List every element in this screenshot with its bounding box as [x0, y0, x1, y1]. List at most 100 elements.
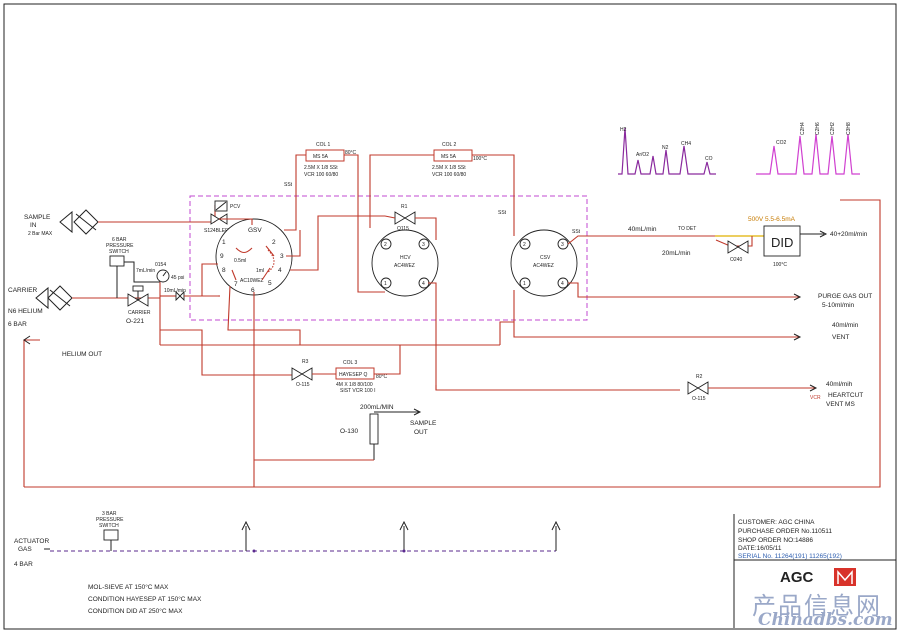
watermark-en: Chinadbs.com	[758, 610, 893, 630]
valve-0240-label: O240	[730, 257, 742, 263]
svg-text:4: 4	[278, 267, 282, 274]
drawing-border	[3, 3, 897, 630]
chromatogram-1: H2 Ar/O2 N2 CH4 CO	[618, 127, 716, 175]
svg-text:GAS: GAS	[18, 546, 32, 553]
svg-text:HELIUM OUT: HELIUM OUT	[62, 351, 102, 358]
svg-text:6 BAR: 6 BAR	[112, 237, 127, 243]
svg-text:2.5M X 1/8 SSt: 2.5M X 1/8 SSt	[432, 165, 466, 171]
svg-text:4M X 1/8 80/100: 4M X 1/8 80/100	[336, 382, 373, 388]
svg-text:ACTUATOR: ACTUATOR	[14, 538, 49, 545]
valve-icon	[687, 381, 709, 395]
svg-text:CARRIER: CARRIER	[8, 287, 38, 294]
flowmeter-icon	[369, 413, 379, 445]
restrictor-r1: R1 O115	[394, 204, 416, 232]
svg-text:2.5M X 1/8 SSt: 2.5M X 1/8 SSt	[304, 165, 338, 171]
svg-text:PCV: PCV	[230, 204, 241, 210]
did-label: DID	[771, 235, 793, 250]
svg-text:OUT: OUT	[414, 429, 428, 436]
needle-valve-icon	[175, 290, 185, 302]
carrier-regulator: CARRIER O-221	[126, 285, 151, 325]
svg-text:O-115: O-115	[296, 382, 310, 388]
svg-text:PURCHASE ORDER No.110511: PURCHASE ORDER No.110511	[738, 528, 832, 535]
sst-label: SSt	[572, 229, 581, 235]
svg-text:CUSTOMER: AGC CHINA: CUSTOMER: AGC CHINA	[738, 519, 815, 526]
svg-text:CONDITION HAYESEP AT 150°C MA: CONDITION HAYESEP AT 150°C MAX	[88, 595, 202, 603]
svg-text:O-115: O-115	[692, 396, 706, 402]
peak-label: CO2	[776, 140, 787, 146]
svg-text:80°C: 80°C	[376, 374, 388, 380]
svg-text:HAYESEP Q: HAYESEP Q	[339, 372, 368, 378]
did-voltage: 500V 5.5-6.5mA	[748, 216, 796, 223]
svg-text:3 BAR: 3 BAR	[102, 511, 117, 517]
flow-20-label: 20mL/min	[662, 250, 691, 257]
svg-text:O115: O115	[397, 226, 409, 232]
svg-text:HCV: HCV	[400, 255, 411, 261]
svg-text:4 BAR: 4 BAR	[14, 561, 33, 568]
valve-icon	[291, 367, 313, 381]
svg-text:MS 5A: MS 5A	[441, 154, 457, 160]
heated-zone-box	[189, 195, 588, 321]
svg-text:1: 1	[523, 281, 526, 287]
svg-text:DATE:16/05/11: DATE:16/05/11	[738, 545, 782, 552]
filter-icon	[73, 209, 99, 235]
svg-text:O-130: O-130	[340, 428, 358, 435]
peak-label: H2	[620, 127, 627, 133]
actuator-gas: ACTUATOR GAS 4 BAR	[14, 520, 561, 568]
svg-text:AC4WEZ: AC4WEZ	[533, 263, 554, 269]
did-detector	[763, 225, 801, 257]
svg-text:SWITCH: SWITCH	[109, 249, 129, 255]
svg-text:3: 3	[561, 242, 564, 248]
svg-text:AC4WEZ: AC4WEZ	[394, 263, 415, 269]
svg-text:SHOP ORDER NO:14886: SHOP ORDER NO:14886	[738, 537, 813, 544]
valve-icon	[394, 211, 416, 225]
to-det-label: TO DET	[678, 226, 696, 232]
peak-label: CO	[705, 156, 713, 162]
svg-text:3: 3	[280, 253, 284, 260]
filter-icon	[47, 285, 73, 311]
heartcut-label: HEARTCUT	[828, 392, 863, 399]
restrictor-r3: R3 O-115	[291, 359, 313, 388]
svg-text:200mL/MIN: 200mL/MIN	[360, 404, 394, 411]
svg-text:2: 2	[384, 242, 387, 248]
helium-out: HELIUM OUT	[23, 335, 102, 487]
vent-label: VENT	[832, 334, 849, 341]
sample-inlet: SAMPLE IN 2 Bar MAX	[24, 205, 216, 237]
svg-text:SERIAL No. 11264(191) 11265(1: SERIAL No. 11264(191) 11265(192)	[738, 553, 842, 560]
purge-gas-label: PURGE GAS OUT	[818, 293, 872, 300]
svg-text:1: 1	[222, 239, 226, 246]
title-block: CUSTOMER: AGC CHINA PURCHASE ORDER No.11…	[733, 514, 896, 628]
svg-text:SAMPLE: SAMPLE	[24, 214, 51, 221]
svg-text:VCR 100 60/80: VCR 100 60/80	[304, 172, 338, 178]
svg-text:SIST VCR 100 I: SIST VCR 100 I	[340, 388, 375, 394]
svg-text:4: 4	[561, 281, 564, 287]
svg-text:1: 1	[384, 281, 387, 287]
column-1: COL 1 MS 5A 80°C 2.5M X 1/8 SSt VCR 100 …	[304, 142, 385, 293]
svg-text:7: 7	[234, 281, 238, 288]
svg-text:80°C: 80°C	[345, 150, 357, 156]
svg-text:SAMPLE: SAMPLE	[410, 420, 437, 427]
gsv-valve: 1 GSV 2 3 4 5 6 7 8 9 0.5ml 1ml AC10WEZ	[215, 218, 293, 296]
svg-text:COL 3: COL 3	[343, 360, 357, 366]
restrictor-r2: R2 O-115	[687, 374, 709, 402]
svg-text:IN: IN	[30, 222, 37, 229]
svg-text:R1: R1	[401, 204, 408, 210]
pressure-switch-3bar: 3 BAR PRESSURE SWITCH	[96, 511, 124, 551]
svg-text:R3: R3	[302, 359, 309, 365]
flow-40-label: 40mL/min	[628, 226, 657, 233]
did-temp: 100°C	[773, 262, 787, 268]
svg-text:CARRIER: CARRIER	[128, 310, 151, 316]
chromatogram-2: CO2 C2H4 C2H6 C2H2 C3H8	[756, 122, 860, 175]
svg-text:COL 2: COL 2	[442, 142, 456, 148]
svg-text:3: 3	[422, 242, 425, 248]
svg-text:45 psi: 45 psi	[171, 275, 184, 281]
peak-label: C2H2	[830, 122, 836, 135]
svg-text:PRESSURE: PRESSURE	[96, 517, 124, 523]
svg-text:N6 HELIUM: N6 HELIUM	[8, 308, 43, 315]
watermark-cn: 产品信息网	[752, 592, 882, 620]
regulator-0154: 0154 45 psi	[155, 262, 184, 345]
flow-10ml-label: 10mL/min	[164, 288, 186, 294]
sst-label: SSt	[498, 210, 507, 216]
peak-label: Ar/O2	[636, 152, 649, 158]
svg-text:6: 6	[251, 287, 255, 294]
flow-7ml-label: 7mL/min	[136, 268, 155, 274]
